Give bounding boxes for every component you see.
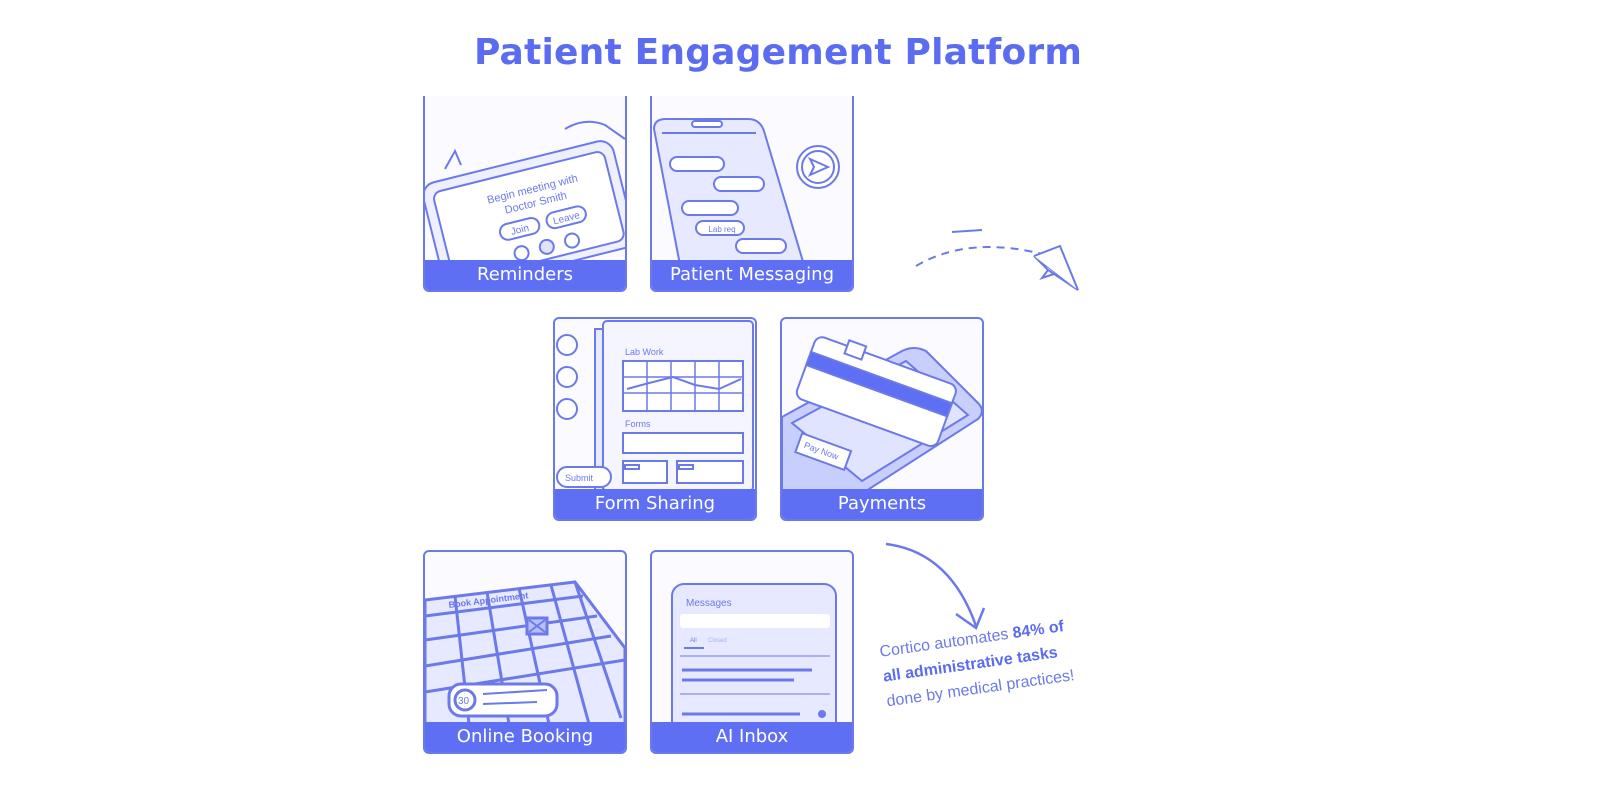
online-booking-label: Online Booking — [425, 722, 625, 752]
forms-heading: Forms — [625, 419, 651, 429]
join-button: Join — [510, 223, 530, 238]
patient-messaging-card[interactable]: Lab req Patient Messaging — [650, 96, 854, 292]
inbox-tablet-illustration: Messages All Closed — [671, 583, 837, 724]
curved-arrow-icon — [885, 542, 986, 630]
submit-button: Submit — [565, 473, 594, 483]
credit-card-phone-illustration: Pay Now — [782, 336, 982, 491]
lab-req-chip: Lab req — [708, 225, 735, 234]
tab-all: All — [690, 638, 697, 644]
ai-inbox-label: AI Inbox — [652, 722, 852, 752]
page-title: Patient Engagement Platform — [473, 32, 1083, 73]
paper-plane-icon — [915, 229, 1079, 291]
reminders-label: Reminders — [425, 260, 625, 290]
payments-label: Payments — [782, 489, 982, 519]
payments-card[interactable]: Pay Now Payments — [780, 317, 984, 521]
ai-inbox-card[interactable]: Messages All Closed AI Inbox — [650, 550, 854, 754]
lab-work-heading: Lab Work — [625, 347, 664, 357]
video-call-phone-illustration: Begin meeting with Doctor Smith Join Lea… — [425, 120, 625, 268]
reminders-card[interactable]: Begin meeting with Doctor Smith Join Lea… — [423, 96, 627, 292]
note-highlight-percent: 84% of — [1011, 618, 1065, 643]
online-booking-card[interactable]: Book Appointment 30 Online Booking — [423, 550, 627, 754]
form-binder-illustration: Lab Work Forms Submit — [556, 320, 754, 491]
messages-heading: Messages — [686, 598, 732, 609]
form-sharing-label: Form Sharing — [555, 489, 755, 519]
patient-messaging-label: Patient Messaging — [652, 260, 852, 290]
form-sharing-card[interactable]: Lab Work Forms Submit Form Sharing — [553, 317, 757, 521]
calendar-booking-illustration: Book Appointment 30 — [425, 580, 625, 724]
calendar-day: 30 — [458, 696, 470, 707]
tab-closed: Closed — [708, 638, 727, 644]
chat-phone-illustration: Lab req — [652, 118, 840, 266]
